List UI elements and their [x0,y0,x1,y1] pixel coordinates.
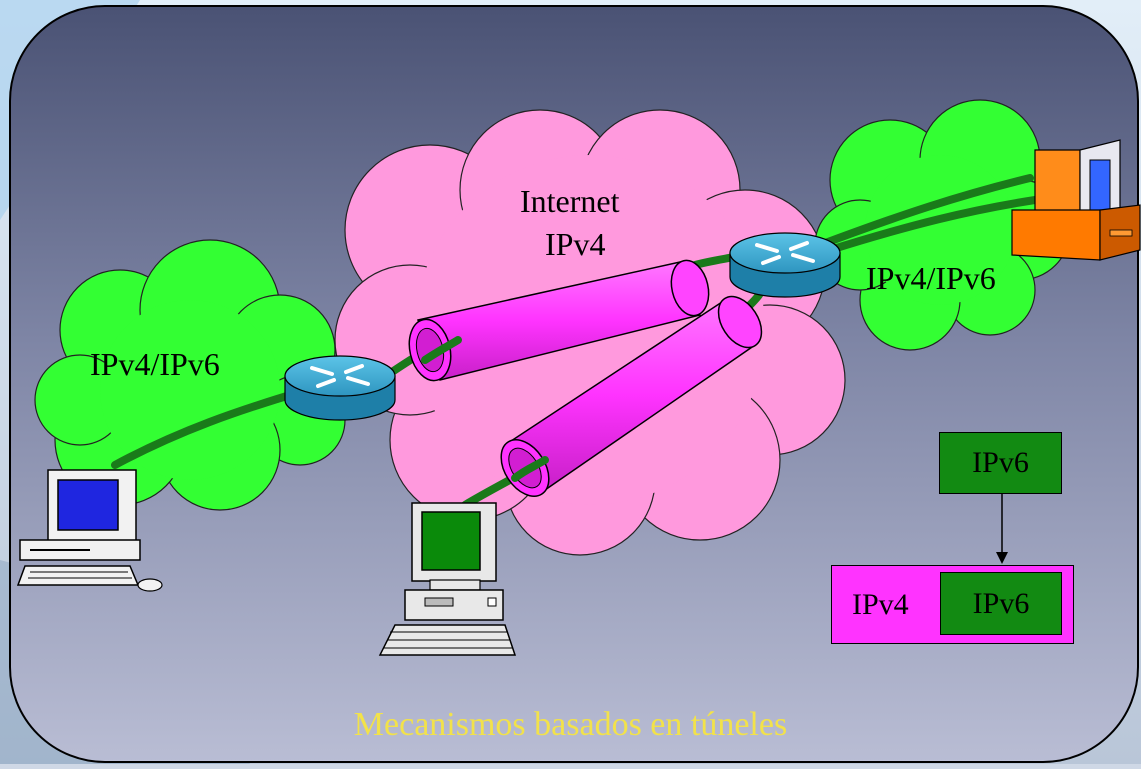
link-left-host-router [111,388,304,469]
tunnel-icon [408,259,710,382]
internet-cloud [334,109,846,556]
ipv4-header-label: IPv4 [852,587,909,621]
workstation-computer-icon [378,502,517,656]
link-inside-tunnel-2 [511,456,549,482]
slide-caption: Mecanismos basados en túneles [353,706,788,743]
router-icon [284,355,396,421]
arrow-icon [996,494,1008,564]
ipv6-packet-box: IPv6 [939,432,1062,494]
link-inside-tunnel-1 [421,336,462,364]
link-right-router-host [816,174,1034,249]
right-cloud-label: IPv4/IPv6 [866,260,996,296]
internet-cloud-label: Internet [520,183,620,219]
link-right-router-host-2 [826,196,1039,254]
internet-cloud-label-protocol: IPv4 [545,226,606,262]
left-cloud-label: IPv4/IPv6 [90,346,220,382]
router-icon [729,232,841,298]
orange-computer-icon [1011,139,1141,261]
inner-ipv6-payload-box: IPv6 [940,572,1062,635]
desktop-computer-icon [16,469,163,592]
right-edge-cloud [814,99,1071,351]
